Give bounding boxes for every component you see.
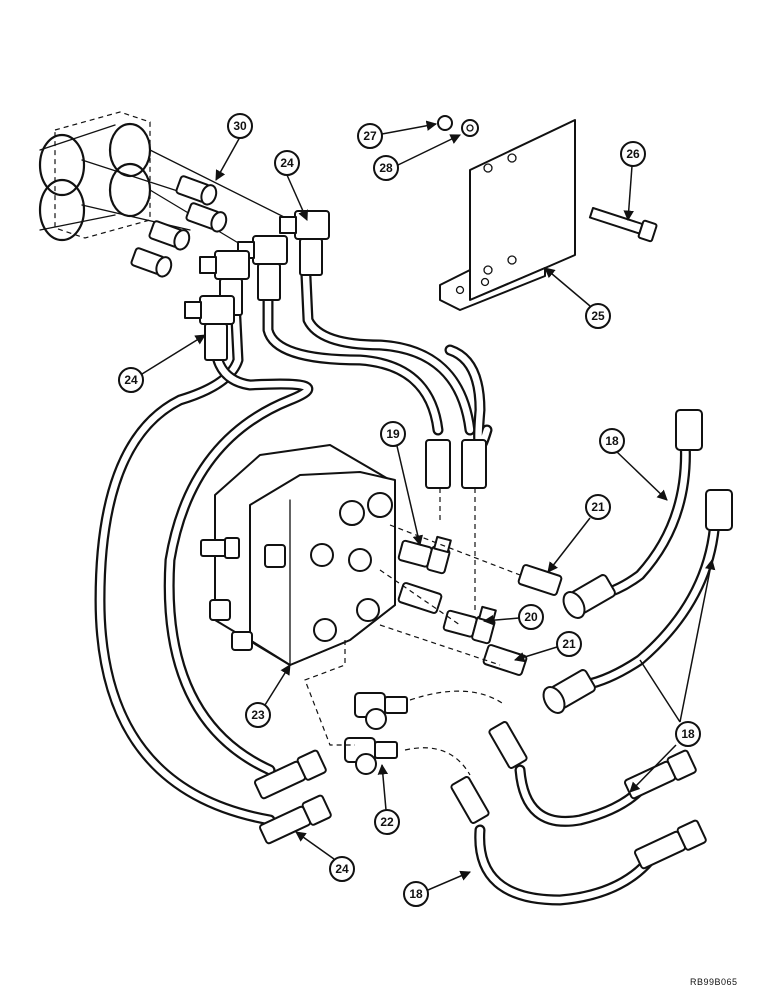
control-valve xyxy=(200,444,396,666)
svg-text:23: 23 xyxy=(251,708,265,722)
reference-port-block xyxy=(38,111,301,251)
connection-lines xyxy=(304,488,521,776)
svg-text:21: 21 xyxy=(562,637,576,651)
svg-text:24: 24 xyxy=(280,156,294,170)
callout-24-left: 24 xyxy=(118,334,206,393)
callout-18-bottom: 18 xyxy=(403,870,471,907)
callout-24-bottom: 24 xyxy=(295,831,355,882)
callout-26: 26 xyxy=(620,141,646,222)
nut-and-washer xyxy=(437,115,479,137)
callout-28: 28 xyxy=(373,134,461,181)
callout-21-upper: 21 xyxy=(547,494,611,573)
callout-25: 25 xyxy=(544,267,611,329)
callout-18-top: 18 xyxy=(599,428,668,501)
svg-text:19: 19 xyxy=(386,427,400,441)
svg-text:21: 21 xyxy=(591,500,605,514)
svg-text:20: 20 xyxy=(524,610,538,624)
adapter-fittings xyxy=(130,175,228,278)
svg-text:18: 18 xyxy=(605,434,619,448)
svg-text:28: 28 xyxy=(379,161,393,175)
callout-18-middle: 18 xyxy=(629,560,712,793)
svg-text:18: 18 xyxy=(681,727,695,741)
svg-text:18: 18 xyxy=(409,887,423,901)
drawing-code: RB99B065 xyxy=(690,977,738,987)
bolt xyxy=(588,206,658,243)
callout-20: 20 xyxy=(482,604,544,630)
hose-end-fittings xyxy=(254,409,733,870)
callout-22: 22 xyxy=(374,763,400,835)
svg-text:24: 24 xyxy=(335,862,349,876)
callout-30: 30 xyxy=(215,113,253,181)
svg-text:30: 30 xyxy=(233,119,247,133)
callout-21-lower: 21 xyxy=(513,631,582,663)
svg-text:27: 27 xyxy=(363,129,377,143)
svg-text:26: 26 xyxy=(626,147,640,161)
callout-23: 23 xyxy=(245,664,291,728)
hoses xyxy=(94,249,721,906)
svg-text:24: 24 xyxy=(124,373,138,387)
callout-24-top: 24 xyxy=(274,150,308,221)
callout-19: 19 xyxy=(380,421,423,547)
callout-27: 27 xyxy=(357,120,438,149)
svg-text:25: 25 xyxy=(591,309,605,323)
svg-text:22: 22 xyxy=(380,815,394,829)
mounting-bracket xyxy=(439,119,576,311)
